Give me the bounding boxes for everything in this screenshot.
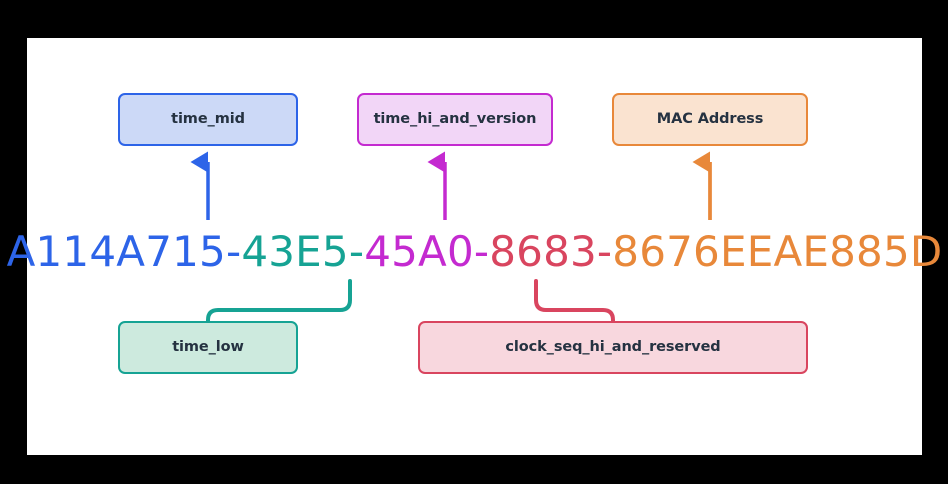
diagram-canvas: time_mid time_hi_and_version MAC Address… [7,38,943,455]
node-time-hi-and-version[interactable]: time_hi_and_version [357,93,553,146]
uuid-segment-mac-address: 8676EEAE885D [612,226,943,276]
uuid-segment-time-low: A114A715- [6,226,242,276]
node-time-low-label: time_low [172,338,244,355]
node-clock-seq-hi-and-reserved-label: clock_seq_hi_and_reserved [505,338,721,355]
node-time-low[interactable]: time_low [118,321,298,374]
node-mac-address[interactable]: MAC Address [612,93,808,146]
node-time-hi-and-version-label: time_hi_and_version [373,110,537,127]
uuid-segment-time-mid: 43E5- [241,226,365,276]
uuid-segment-time-hi-and-version: 45A0- [364,226,490,276]
uuid-structure-diagram: time_mid time_hi_and_version MAC Address… [7,38,943,455]
node-time-mid-label: time_mid [171,110,245,127]
uuid-string: A114A715-43E5-45A0-8683-8676EEAE885D [7,223,943,279]
node-time-mid[interactable]: time_mid [118,93,298,146]
uuid-segment-clock-seq-hi-and-reserved: 8683- [489,226,613,276]
node-clock-seq-hi-and-reserved[interactable]: clock_seq_hi_and_reserved [418,321,808,374]
node-mac-address-label: MAC Address [656,110,764,127]
